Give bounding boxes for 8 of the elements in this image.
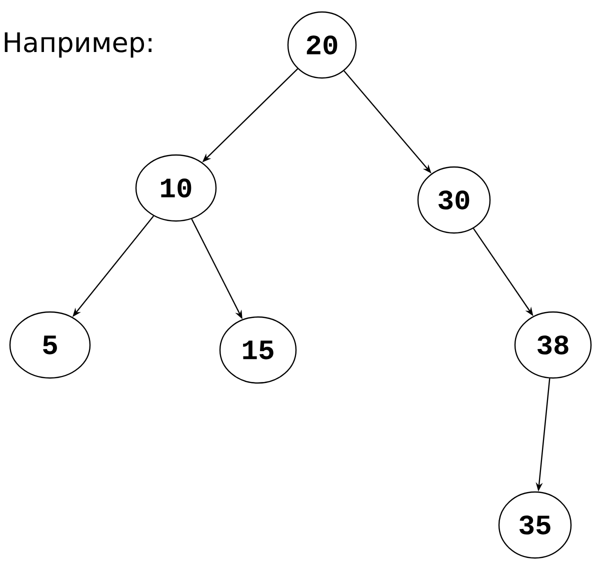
tree-node: 20 <box>287 11 357 79</box>
heading: Например: <box>4 32 152 58</box>
tree-node: 5 <box>9 311 91 379</box>
tree-node: 30 <box>417 166 491 234</box>
tree-node: 38 <box>514 311 592 379</box>
tree-node: 35 <box>498 491 572 559</box>
tree-node: 15 <box>219 316 297 384</box>
tree-node: 10 <box>135 154 217 222</box>
